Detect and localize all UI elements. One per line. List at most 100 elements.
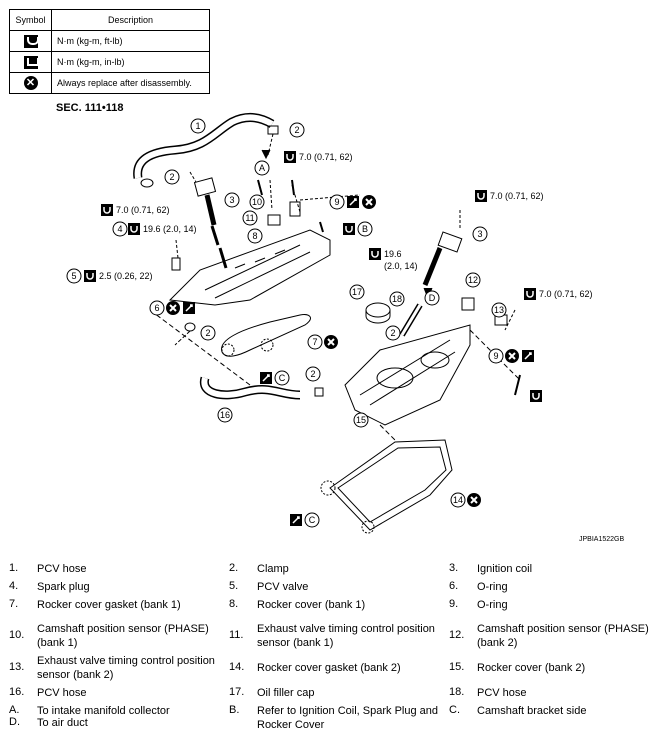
legend-text: O-ring [477,581,508,593]
legend-number: 11. [229,629,244,641]
callout-2: 2 [200,325,216,341]
torque-inlb-icon [23,55,39,69]
svg-text:C: C [279,373,286,383]
torque-icon [523,287,537,301]
svg-text:9: 9 [334,197,339,207]
svg-text:3: 3 [477,229,482,239]
torque-icon [529,389,543,403]
legend-text: Clamp [257,563,289,575]
legend-number: A. [9,704,20,716]
legend-text: PCV hose [37,687,87,699]
callout-15: 15 [353,412,369,428]
torque-label: 7.0 (0.71, 62) [116,205,170,215]
torque-icon [283,150,297,164]
exploded-diagram: 1 2 A 2 3 10 11 9 8 4 B 3 5 12 17 D 18 6… [66,113,593,534]
diagram-code: JPBIA1522GB [579,536,625,543]
torque-label: 19.6 [384,249,402,259]
torque-icon [127,222,141,236]
callout-2: 2 [289,122,305,138]
legend-number: 3. [449,562,459,574]
callout-9: 9 [488,348,504,364]
svg-text:2: 2 [390,328,395,338]
legend-number: 13. [9,661,25,673]
svg-text:2: 2 [169,172,174,182]
callout-17: 17 [349,284,365,300]
svg-text:2: 2 [310,369,315,379]
legend-text: Rocker cover (bank 2) [477,662,586,674]
svg-text:4: 4 [117,224,122,234]
legend-text: O-ring [477,599,508,611]
callout-12: 12 [465,272,481,288]
legend-text: Ignition coil [477,563,533,575]
svg-text:15: 15 [356,415,366,425]
legend-number: B. [229,704,240,716]
torque-icon [342,222,356,236]
svg-text:6: 6 [154,303,159,313]
torque-ftlb-icon [23,34,39,48]
legend-number: 17. [229,686,245,698]
legend-text: Camshaft bracket side [477,705,587,717]
svg-text:2: 2 [294,125,299,135]
callout-7: 7 [307,334,323,350]
svg-text:2: 2 [205,328,210,338]
legend-number: 15. [449,661,465,673]
legend-text: Exhaust valve timing control position se… [37,655,215,681]
bracket-icon [346,195,360,209]
svg-text:C: C [309,515,316,525]
callout-16: 16 [217,407,233,423]
svg-text:B: B [362,224,368,234]
legend-number: 9. [449,598,459,610]
callout-5: 5 [66,268,82,284]
legend-text: PCV valve [257,581,309,593]
legend-text: Spark plug [37,581,90,593]
legend-number: 5. [229,580,239,592]
legend-text: Rocker cover (bank 1) [257,599,366,611]
legend-number: 10. [9,629,25,641]
callout-11: 11 [242,210,258,226]
legend-number: 12. [449,629,465,641]
torque-icon [100,203,114,217]
torque-icon [83,269,97,283]
svg-text:16: 16 [220,410,230,420]
callout-18: 18 [389,291,405,307]
legend-number: 16. [9,686,25,698]
svg-text:13: 13 [494,305,504,315]
bracket-icon [289,513,303,527]
replace-x-icon [466,492,482,508]
callout-2: 2 [305,366,321,382]
callout-4: 4 [112,221,128,237]
legend-text: Rocker cover gasket (bank 2) [257,662,401,674]
bracket-icon [259,371,273,385]
legend-text: PCV hose [37,563,87,575]
callout-2: 2 [385,325,401,341]
torque-label: 2.5 (0.26, 22) [99,271,153,281]
torque-label: 19.6 (2.0, 14) [143,224,197,234]
callout-a: A [254,160,270,176]
callout-b: B [357,221,373,237]
legend-text: To intake manifold collector [37,705,170,717]
svg-text:10: 10 [252,197,262,207]
torque-icon [474,189,488,203]
svg-text:1: 1 [195,121,200,131]
legend-text: PCV hose [477,687,527,699]
svg-text:17: 17 [352,287,362,297]
torque-label: (2.0, 14) [384,261,418,271]
legend-number: 18. [449,686,465,698]
legend-number: 7. [9,598,19,610]
replace-x-icon [361,194,377,210]
svg-text:5: 5 [71,271,76,281]
legend-text: Exhaust valve timing control position se… [257,623,435,649]
svg-text:18: 18 [392,294,402,304]
legend-number: 8. [229,598,239,610]
callout-c: C [274,370,290,386]
legend-text: Rocker cover gasket (bank 1) [37,599,181,611]
legend-number: 4. [9,580,19,592]
torque-icon [368,247,382,261]
callout-3: 3 [224,192,240,208]
legend-number: 14. [229,661,245,673]
callout-8: 8 [247,228,263,244]
callout-3: 3 [472,226,488,242]
replace-x-icon [504,348,520,364]
callout-c: C [304,512,320,528]
legend-number: C. [449,704,460,716]
